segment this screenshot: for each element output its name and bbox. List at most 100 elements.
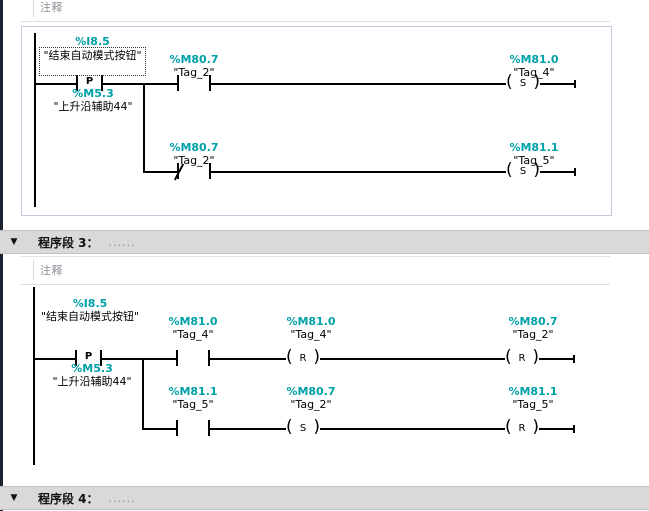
coil-paren-right: ) [313,417,320,437]
coil-paren-right: ) [313,347,320,367]
network-3-operand-i85-address: %I8.5 [72,297,108,310]
network-2-operand-m811-symbol: "Tag_5" [513,154,555,167]
network-3-rung1-wire-to-contact [142,358,176,360]
network-3-reset-coil-m807[interactable]: ( R ) [505,347,539,367]
contact-bar-left [176,350,178,366]
network-3-operand-m810-coil-symbol: "Tag_4" [290,328,332,341]
network-3-title: 程序段 3： [38,235,99,250]
network-2-rung2-wire-left [143,171,177,173]
network-2-comment-text: 注释 [40,1,63,14]
network-3-p-contact[interactable]: P [75,350,102,366]
network-2-operand-m53[interactable]: %M5.3 "上升沿辅助44" [32,87,154,113]
network-4-header[interactable]: ▼ 程序段 4： ...... [0,486,649,510]
network-2-ladder[interactable]: "结束自动模式按钮" %I8.5 P %M5.3 "上升沿辅助44" %M80.… [21,26,612,216]
network-3-operand-m811-contact-address: %M81.1 [168,385,218,398]
network-2-nc-contact-m807[interactable] [173,163,211,181]
contact-bar-left [177,75,179,91]
coil-glyph: S [299,422,307,434]
network-2-operand-m811-address: %M81.1 [509,141,559,154]
network-3-comment-text: 注释 [40,264,63,277]
network-3-rung2-wire-to-coil2 [320,428,505,430]
network-3-branch-vertical [142,358,144,430]
contact-bar-right [209,163,211,179]
network-2-rung1-wire-mid [103,83,144,85]
network-3-operand-m53-symbol: "上升沿辅助44" [52,375,132,388]
network-3-rung2-end-tick [573,425,575,433]
network-2-operand-i85[interactable]: "结束自动模式按钮" [39,47,146,76]
network-3-header[interactable]: ▼ 程序段 3： ...... [0,230,649,254]
coil-paren-left: ( [505,417,512,437]
network-3-ladder[interactable]: %I8.5 "结束自动模式按钮" P %M5.3 "上升沿辅助44" %M81.… [21,287,621,468]
network-2-rung2-wire-end [540,171,576,173]
network-2-operand-m53-symbol: "上升沿辅助44" [53,100,133,113]
network-3-set-coil-m807[interactable]: ( S ) [286,417,320,437]
p-contact-glyph: P [84,351,93,362]
network-2-operand-m811[interactable]: %M81.1 "Tag_5" [492,141,576,167]
contact-bar-left [76,75,78,91]
network-2-rung1-wire-left [34,83,76,85]
network-3-rung1-wire-left [33,358,75,360]
network-3-rung2-wire-to-coil1 [210,428,286,430]
network-2-rung1-wire-end [540,83,576,85]
coil-paren-right: ) [532,347,539,367]
contact-bar-right [209,75,211,91]
contact-bar-left [176,420,178,436]
network-3-title-dots: ...... [108,235,136,249]
network-3-operand-m807-set-symbol: "Tag_2" [290,398,332,411]
network-2-operand-m810[interactable]: %M81.0 "Tag_4" [492,53,576,79]
network-2-operand-m810-symbol: "Tag_4" [513,66,555,79]
contact-bar-right [100,350,102,366]
coil-paren-right: ) [532,417,539,437]
network-3-operand-m807-set-address: %M80.7 [286,385,336,398]
network-3-operand-i85-symbol: "结束自动模式按钮" [40,310,140,323]
chevron-down-icon[interactable]: ▼ [10,492,18,503]
network-3-operand-m53[interactable]: %M5.3 "上升沿辅助44" [31,362,153,388]
contact-bar-right [208,420,210,436]
network-3-operand-m810-contact-symbol: "Tag_4" [172,328,214,341]
coil-glyph: R [518,422,526,434]
network-2-rung1-end-tick [574,80,576,88]
network-2-branch-vertical [143,83,145,173]
network-3-operand-i85[interactable]: %I8.5 "结束自动模式按钮" [31,297,149,323]
contact-bar-right [101,75,103,91]
network-3-comment-box[interactable]: 注释 [33,260,593,280]
network-3-operand-m811-reset-address: %M81.1 [508,385,558,398]
network-2-p-contact[interactable]: P [76,75,103,91]
coil-paren-left: ( [506,160,513,180]
network-2-set-coil-m810[interactable]: ( S ) [506,72,540,92]
coil-glyph: R [299,352,307,364]
coil-paren-left: ( [506,72,513,92]
coil-glyph: R [518,352,526,364]
network-3-operand-m811-reset[interactable]: %M81.1 "Tag_5" [491,385,575,411]
network-3-no-contact-m810[interactable] [176,350,210,366]
network-2-rung2-end-tick [574,168,576,176]
p-contact-glyph: P [85,76,94,87]
coil-paren-left: ( [286,347,293,367]
network-2-operand-i85-address: %I8.5 [75,35,110,48]
network-3-operand-m810-contact[interactable]: %M81.0 "Tag_4" [151,315,235,341]
contact-bar-right [208,350,210,366]
coil-paren-right: ) [533,72,540,92]
network-3-rung1-end-tick [573,355,575,363]
network-2-operand-m810-address: %M81.0 [509,53,559,66]
network-3-reset-coil-m811[interactable]: ( R ) [505,417,539,437]
network-3-no-contact-m811[interactable] [176,420,210,436]
network-4-title-dots: ...... [108,491,136,505]
network-2-power-rail [34,33,36,207]
network-3-reset-coil-m810[interactable]: ( R ) [286,347,320,367]
network-2-comment-box[interactable]: 注释 [33,0,593,17]
network-2-operand-i85-address-wrap: %I8.5 [39,35,146,48]
network-3-operand-m811-contact-symbol: "Tag_5" [172,398,214,411]
coil-paren-left: ( [505,347,512,367]
network-3-operand-m807-coil[interactable]: %M80.7 "Tag_2" [491,315,575,341]
network-2-operand-m807-top[interactable]: %M80.7 "Tag_2" [152,53,236,79]
network-3-operand-m811-reset-symbol: "Tag_5" [512,398,554,411]
network-3-operand-m810-contact-address: %M81.0 [168,315,218,328]
network-2-no-contact-m807[interactable] [177,75,211,91]
chevron-down-icon[interactable]: ▼ [10,236,18,247]
network-3-operand-m811-contact[interactable]: %M81.1 "Tag_5" [151,385,235,411]
network-2-set-coil-m811[interactable]: ( S ) [506,160,540,180]
network-3-operand-m807-set[interactable]: %M80.7 "Tag_2" [269,385,353,411]
network-3-operand-m810-coil-address: %M81.0 [286,315,336,328]
network-3-operand-m810-coil[interactable]: %M81.0 "Tag_4" [269,315,353,341]
